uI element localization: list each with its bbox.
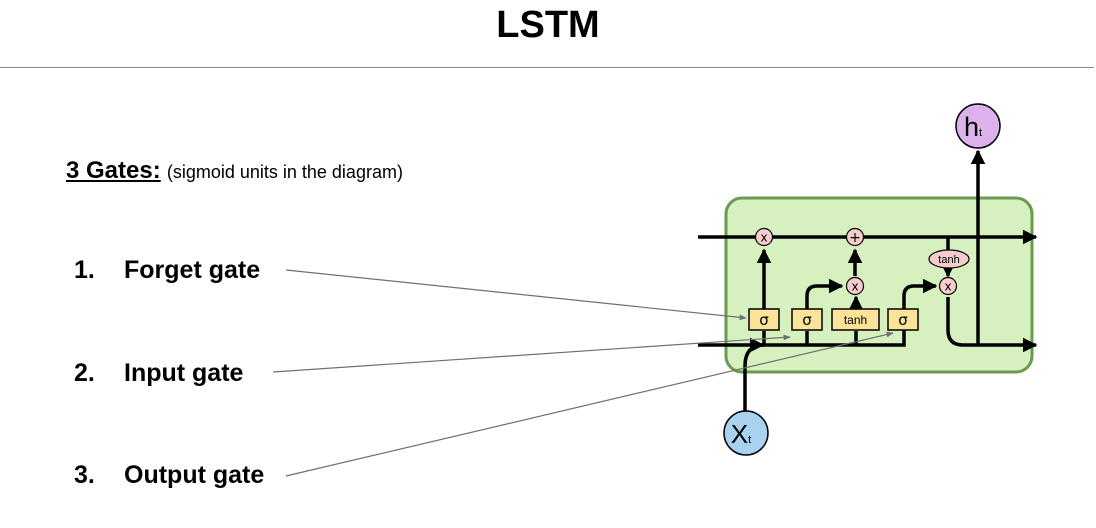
tanh-label: tanh	[844, 313, 867, 327]
gates-heading-subtitle: (sigmoid units in the diagram)	[166, 162, 403, 182]
multiply-symbol: x	[851, 280, 858, 294]
svg-text:ht: ht	[964, 112, 982, 142]
forget-gate-box: σ	[748, 308, 780, 331]
cell-connections	[698, 149, 1038, 412]
gate-name: Forget gate	[124, 256, 261, 284]
gate-item-forget: 1. Forget gate	[74, 255, 260, 285]
forget-multiply-op: x	[754, 227, 774, 247]
output-gate-box: σ	[887, 308, 919, 331]
x-label: X	[731, 419, 748, 449]
input-x-node: Xt	[723, 410, 769, 456]
gates-heading: 3 Gates: (sigmoid units in the diagram)	[66, 156, 403, 187]
tanh-gate-box: tanh	[831, 308, 880, 331]
slide-title: LSTM	[496, 4, 600, 46]
output-gate-pointer	[285, 331, 894, 477]
gates-heading-label: 3 Gates:	[66, 157, 161, 184]
gate-name: Input gate	[124, 359, 244, 387]
output-h-node: ht	[955, 103, 1001, 149]
forget-gate-pointer	[285, 269, 747, 321]
multiply-symbol: x	[944, 280, 951, 294]
output-to-multiply	[902, 278, 938, 309]
gate-number: 2.	[74, 359, 95, 387]
cell-tanh-op: tanh	[928, 249, 970, 269]
input-to-multiply	[805, 278, 844, 309]
x-subscript: t	[748, 434, 751, 446]
add-op: +	[845, 227, 865, 247]
hidden-output-line	[946, 297, 1038, 353]
h-subscript: t	[979, 127, 982, 139]
title-divider	[0, 67, 1094, 68]
input-gate-box: σ	[791, 308, 823, 331]
x-input-line	[743, 343, 765, 412]
sigma-label: σ	[802, 311, 812, 329]
sigma-label: σ	[759, 311, 769, 329]
gate-number: 1.	[74, 256, 95, 284]
multiply-symbol: x	[760, 231, 767, 245]
tanh-label: tanh	[938, 254, 959, 266]
svg-text:Xt: Xt	[731, 419, 751, 449]
sigma-label: σ	[898, 311, 908, 329]
add-symbol: +	[849, 230, 861, 246]
input-multiply-op: x	[845, 276, 865, 296]
gate-number: 3.	[74, 461, 95, 489]
h-label: h	[964, 112, 979, 142]
gate-name: Output gate	[124, 461, 265, 489]
gate-item-input: 2. Input gate	[74, 358, 243, 388]
gate-item-output: 3. Output gate	[74, 460, 264, 490]
input-gate-pointer	[272, 334, 791, 373]
output-multiply-op: x	[938, 276, 958, 296]
